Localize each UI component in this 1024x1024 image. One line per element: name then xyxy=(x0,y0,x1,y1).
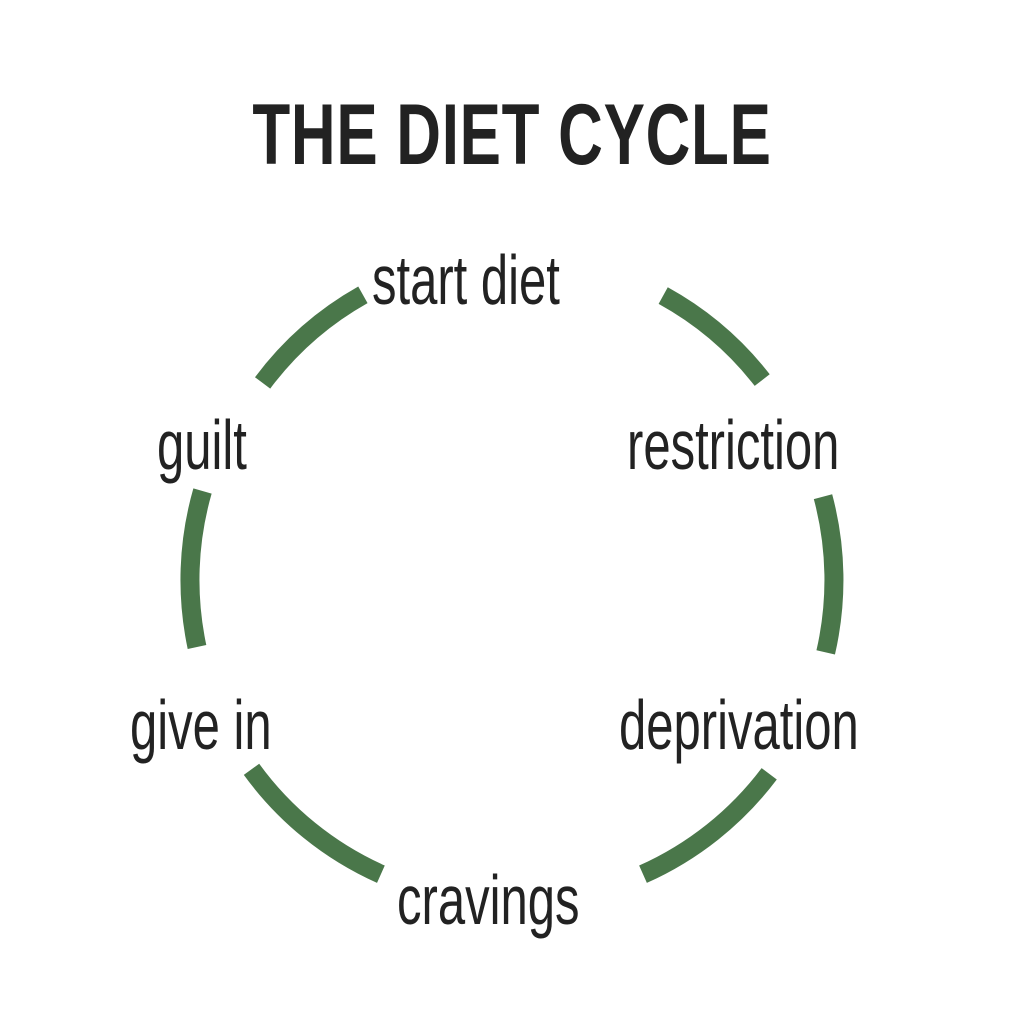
diagram-title: THE DIET CYCLE xyxy=(252,87,772,183)
arc-restriction-to-deprivation xyxy=(813,494,844,655)
stage-guilt: guilt xyxy=(157,406,247,484)
stage-cravings: cravings xyxy=(397,861,580,939)
stage-start-diet: start diet xyxy=(372,241,560,319)
stage-deprivation: deprivation xyxy=(619,686,859,764)
stage-restriction: restriction xyxy=(627,406,840,484)
arc-guilt-to-start xyxy=(254,286,368,389)
arc-deprivation-to-cravings xyxy=(639,768,777,883)
arc-givein-to-guilt xyxy=(180,488,212,649)
stage-give-in: give in xyxy=(130,686,272,764)
arc-cravings-to-givein xyxy=(243,763,385,883)
arc-start-to-restriction xyxy=(658,287,770,386)
